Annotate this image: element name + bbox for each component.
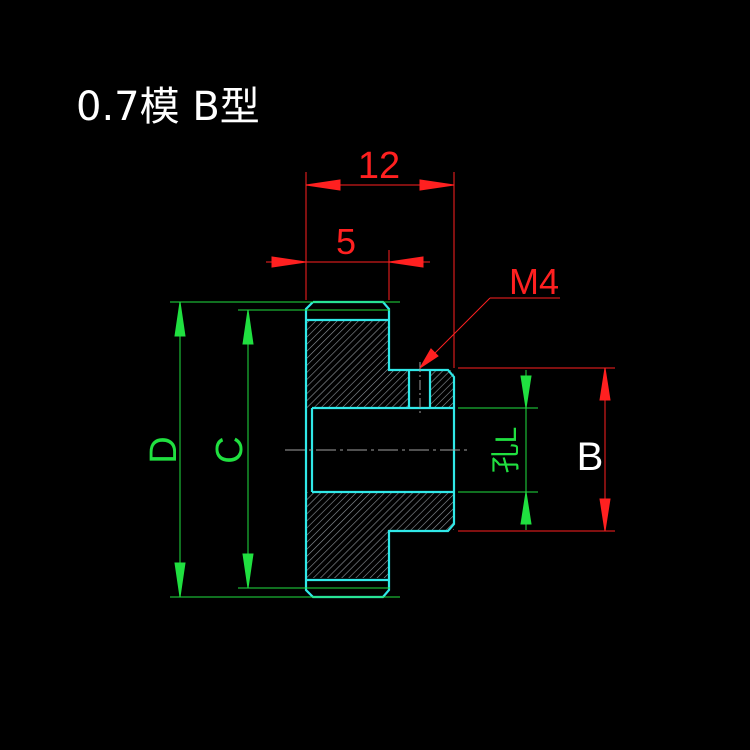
thread-label: M4: [509, 261, 559, 302]
pitch-diameter-label: C: [209, 436, 251, 463]
hub-offset-label: 5: [336, 221, 356, 262]
red-dimensions: [266, 172, 615, 532]
hub-diameter-label: B: [577, 435, 604, 479]
overall-length-label: 12: [358, 145, 400, 187]
green-dimensions: [170, 301, 538, 598]
section-hatching: [307, 320, 454, 578]
bore-label: 孔L: [490, 427, 523, 474]
gear-outline: [304, 300, 456, 599]
drawing-title: 0.7模 B型: [76, 84, 260, 130]
outer-diameter-label: D: [143, 436, 185, 463]
